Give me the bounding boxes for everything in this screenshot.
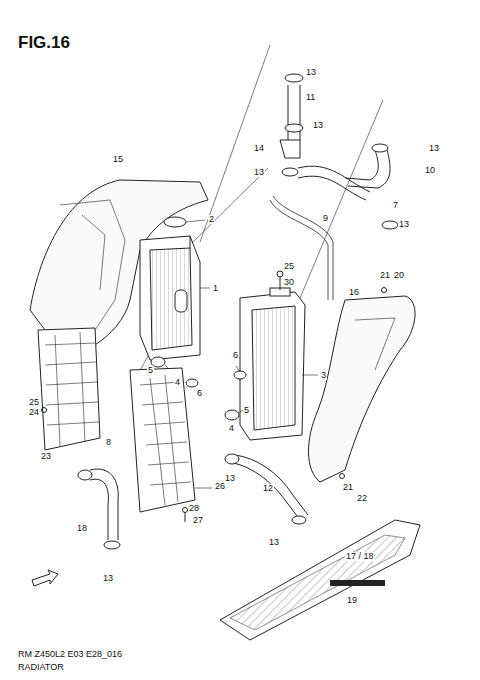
callout-number: 5 (147, 366, 154, 375)
callout-number: 7 (392, 201, 399, 210)
callout-number: 19 (346, 596, 358, 605)
shroud-decal (220, 520, 420, 640)
figure-caption: RADIATOR (18, 663, 64, 672)
callout-number: 10 (424, 166, 436, 175)
radiator-shroud (30, 180, 208, 350)
callout-number: 20 (393, 271, 405, 280)
callout-number: 18 (76, 524, 88, 533)
callout-number: 8 (105, 438, 112, 447)
callout-number: 13 (102, 574, 114, 583)
callout-number: 6 (232, 351, 239, 360)
callout-number: 4 (228, 424, 235, 433)
callout-number: 16 (348, 288, 360, 297)
callout-number: 5 (243, 406, 250, 415)
callout-number: 22 (356, 494, 368, 503)
figure-title: FIG.16 (18, 34, 70, 51)
callout-number: 1 (212, 284, 219, 293)
radiator-louver (38, 328, 100, 450)
callout-number: 24 (28, 408, 40, 417)
callout-number: 3 (320, 371, 327, 380)
callout-number: 4 (174, 378, 181, 387)
callout-number: 13 (268, 538, 280, 547)
drawing-code: RM Z450L2 E03 E28_016 (18, 650, 122, 659)
callout-number: 21 (342, 483, 354, 492)
callout-number: 17 / 18 (345, 552, 375, 561)
callout-number: 13 (428, 144, 440, 153)
left-radiator (140, 236, 210, 360)
callout-number: 13 (305, 68, 317, 77)
callout-number: 23 (40, 452, 52, 461)
callout-number: 6 (196, 389, 203, 398)
callout-number: 13 (312, 121, 324, 130)
callout-number: 9 (322, 214, 329, 223)
callout-number: 27 (192, 516, 204, 525)
callout-number: 13 (253, 168, 265, 177)
callout-number: 30 (283, 278, 295, 287)
radiator-cap (164, 217, 186, 227)
radiator-guard (130, 368, 212, 522)
callout-number: 15 (112, 155, 124, 164)
callout-number: 21 (379, 271, 391, 280)
callout-number: 14 (253, 144, 265, 153)
callout-number: 25 (283, 262, 295, 271)
callout-number: 13 (398, 220, 410, 229)
forward-arrow (32, 570, 58, 586)
callout-number: 28 (188, 504, 200, 513)
radiator-shroud (308, 296, 415, 482)
callout-number: 11 (305, 93, 316, 102)
callout-number: 26 (214, 482, 226, 491)
radiator-hoses (78, 74, 398, 549)
callout-number: 2 (208, 215, 215, 224)
callout-number: 25 (28, 398, 40, 407)
callout-number: 12 (262, 484, 274, 493)
right-radiator (240, 288, 318, 440)
